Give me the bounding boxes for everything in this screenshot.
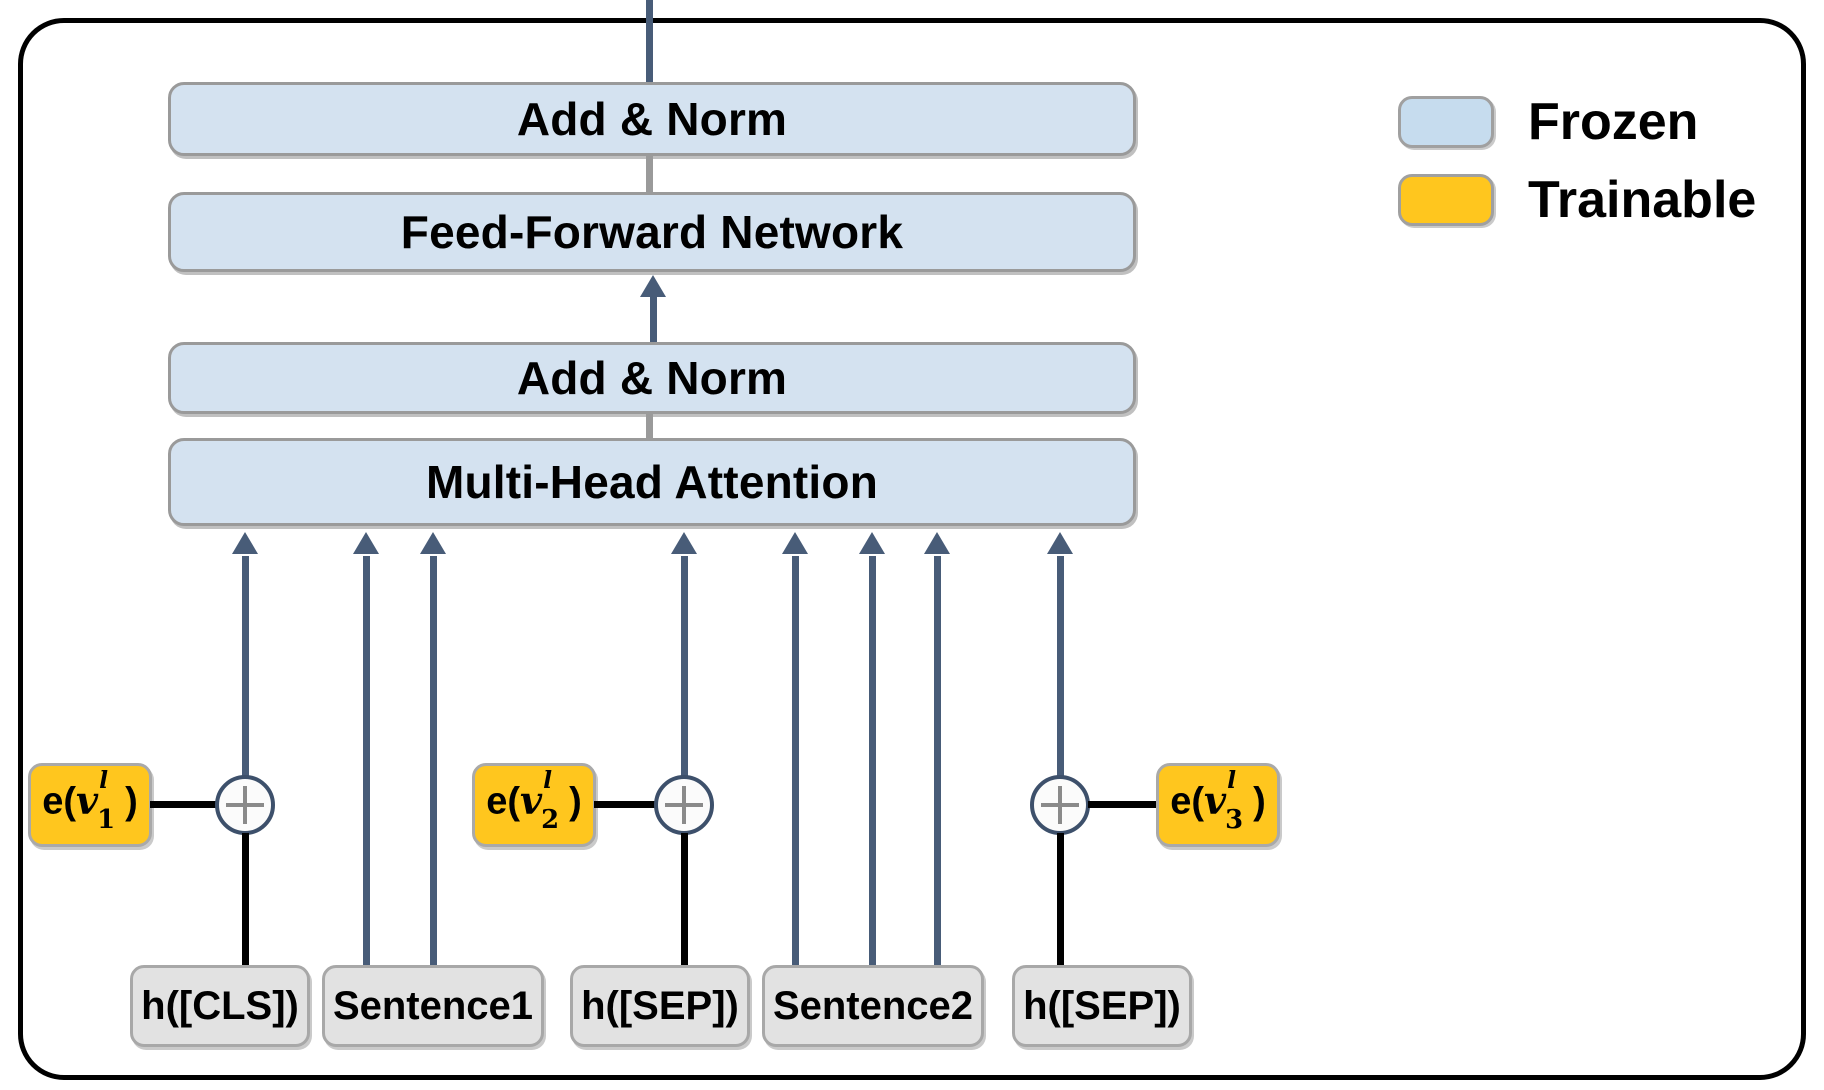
plus-circle-icon[interactable] [1030, 775, 1090, 835]
input-arrow-shaft-4 [681, 556, 688, 826]
module-add-norm-top: Add & Norm [168, 82, 1136, 156]
output-connector-line [646, 0, 653, 90]
embedding-label: e(vl2) [486, 766, 582, 836]
legend-item-frozen: Frozen [1398, 96, 1756, 148]
link-plus3-to-emb3 [1088, 801, 1160, 808]
arrow-up-icon [353, 532, 379, 554]
transformer-layer-frame [18, 18, 1806, 1080]
legend-label-frozen: Frozen [1528, 93, 1699, 151]
legend-swatch-frozen [1398, 96, 1494, 148]
module-label: Multi-Head Attention [425, 456, 878, 508]
plus-circle-icon[interactable] [654, 775, 714, 835]
arrow-up-icon [924, 532, 950, 554]
token-label: Sentence1 [332, 984, 534, 1028]
embedding-box-2: e(vl2) [472, 763, 596, 847]
token-label: h([SEP]) [581, 984, 739, 1028]
legend: Frozen Trainable [1398, 96, 1756, 252]
token-label: h([CLS]) [141, 984, 299, 1028]
token-box-sentence1: Sentence1 [322, 965, 544, 1047]
arrow-up-icon [1047, 532, 1073, 554]
token-box-sentence2: Sentence2 [762, 965, 984, 1047]
token-box-cls: h([CLS]) [130, 965, 310, 1047]
arrow-up-icon [232, 532, 258, 554]
input-arrow-shaft-7 [934, 556, 941, 966]
input-arrow-shaft-8 [1057, 556, 1064, 826]
embedding-label: e(vl1) [42, 766, 138, 836]
plus-circle-icon[interactable] [215, 775, 275, 835]
embedding-box-3: e(vl3) [1156, 763, 1280, 847]
connector-ffn-to-addnorm-top [646, 156, 653, 194]
connector-mha-to-addnorm-bottom [646, 414, 653, 440]
input-arrow-shaft-3 [430, 556, 437, 966]
arrow-up-icon [671, 532, 697, 554]
module-label: Feed-Forward Network [400, 206, 904, 258]
module-add-norm-bottom: Add & Norm [168, 342, 1136, 414]
link-emb2-to-plus2 [594, 801, 658, 808]
legend-label-trainable: Trainable [1528, 171, 1757, 229]
embedding-label: e(vl3) [1170, 766, 1266, 836]
module-label: Add & Norm [516, 93, 788, 145]
input-arrow-shaft-6 [869, 556, 876, 966]
token-label: Sentence2 [772, 984, 974, 1028]
connector-addnorm-bottom-to-ffn [650, 296, 657, 348]
input-arrow-shaft-1 [242, 556, 249, 826]
arrow-up-icon [782, 532, 808, 554]
token-box-sep1: h([SEP]) [570, 965, 750, 1047]
input-arrow-shaft-5 [792, 556, 799, 966]
token-label: h([SEP]) [1023, 984, 1181, 1028]
arrow-up-icon [640, 275, 666, 297]
link-plus1-to-cls [242, 833, 249, 973]
link-plus3-to-sep2 [1057, 833, 1064, 973]
legend-swatch-trainable [1398, 174, 1494, 226]
module-multi-head-attention: Multi-Head Attention [168, 438, 1136, 526]
embedding-box-1: e(vl1) [28, 763, 152, 847]
module-label: Add & Norm [516, 352, 788, 404]
link-emb1-to-plus1 [150, 801, 218, 808]
link-plus2-to-sep1 [681, 833, 688, 973]
arrow-up-icon [859, 532, 885, 554]
module-feed-forward-network: Feed-Forward Network [168, 192, 1136, 272]
token-box-sep2: h([SEP]) [1012, 965, 1192, 1047]
input-arrow-shaft-2 [363, 556, 370, 966]
arrow-up-icon [420, 532, 446, 554]
legend-item-trainable: Trainable [1398, 174, 1756, 226]
